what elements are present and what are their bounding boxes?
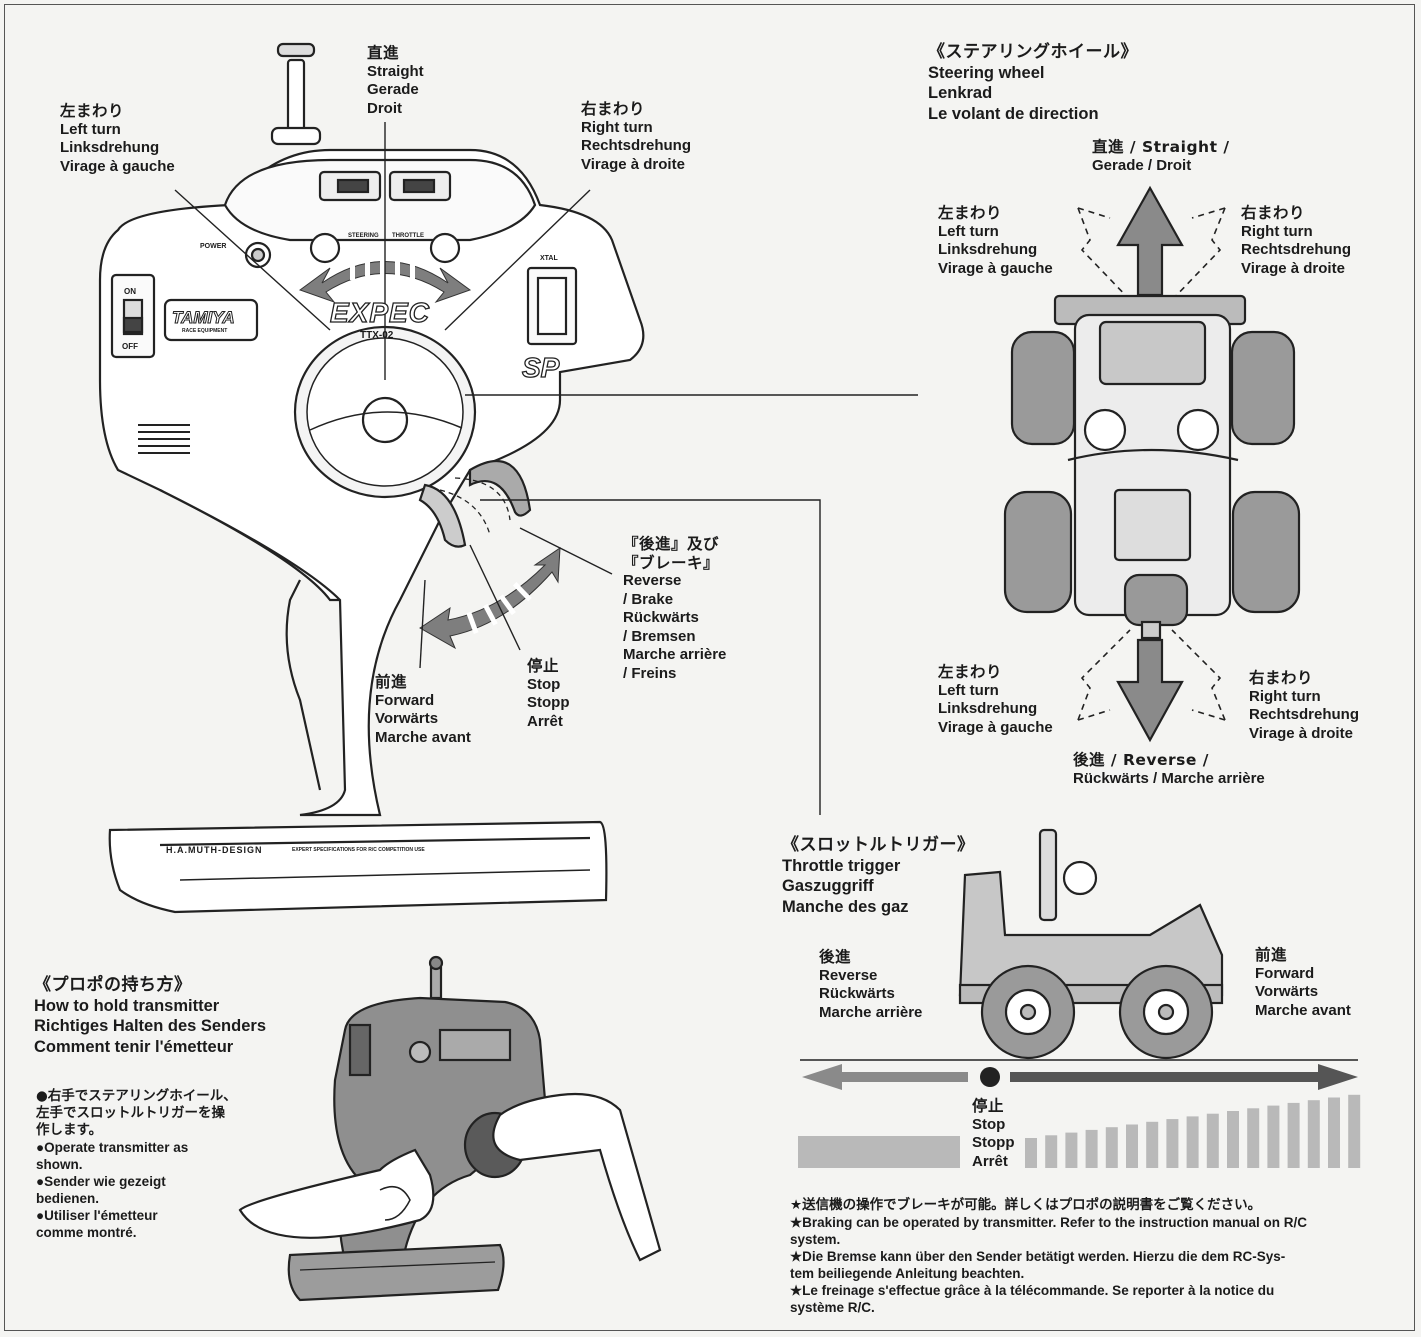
steering-reverse-label: 後進 / Reverse / Rückwärts / Marche arrièr…: [1073, 751, 1265, 787]
label-forward: 前進 Forward Vorwärts Marche avant: [375, 673, 471, 746]
forward-bar: [1247, 1108, 1260, 1168]
hold-instructions: ●右手でステアリングホイール、 左手でスロットルトリガーを操 作します。 ●Op…: [36, 1088, 237, 1240]
steering-arc-arrow: [298, 253, 472, 304]
label-right-turn: 右まわり Right turn Rechtsdrehung Virage à d…: [581, 100, 692, 173]
hold-illustration: [238, 955, 662, 1302]
forward-bar: [1307, 1100, 1320, 1168]
forward-bar: [1166, 1119, 1179, 1168]
on-label: ON: [124, 287, 136, 296]
throttle-reverse-label: 後進 Reverse Rückwärts Marche arrière: [819, 948, 923, 1021]
page-frame: [4, 4, 1415, 1331]
throttle-arc-arrow: [419, 547, 561, 650]
leader-lines: [174, 122, 918, 815]
throttle-title: 《スロットルトリガー》 Throttle trigger Gaszuggriff…: [782, 835, 975, 916]
forward-bar: [1227, 1111, 1239, 1168]
forward-bar: [1267, 1105, 1280, 1168]
forward-bar: [1348, 1094, 1361, 1168]
steering-straight-label: 直進 / Straight / Gerade / Droit: [1092, 138, 1230, 174]
forward-bar: [1126, 1124, 1138, 1168]
steering-right-bottom-label: 右まわり Right turn Rechtsdrehung Virage à d…: [1249, 669, 1360, 742]
off-label: OFF: [122, 342, 138, 351]
forward-bar: [1287, 1102, 1300, 1168]
forward-bar: [1206, 1113, 1219, 1168]
label-reverse-brake: 『後進』及び 『ブレーキ』 Reverse / Brake Rückwärts …: [623, 535, 727, 682]
reverse-scale-arrow: [802, 1064, 968, 1090]
antenna: [286, 58, 306, 132]
forward-bars: [1025, 1094, 1361, 1168]
car-top-view: [1003, 185, 1301, 743]
transmitter-base: [108, 820, 608, 914]
throttle-forward-label: 前進 Forward Vorwärts Marche avant: [1255, 946, 1351, 1019]
base-brand: H.A.MUTH-DESIGN: [166, 845, 263, 855]
forward-bar: [1065, 1132, 1078, 1168]
forward-scale-arrow: [1010, 1064, 1358, 1090]
reverse-arrow: [1116, 638, 1184, 743]
throttle-scale: [798, 1059, 1361, 1168]
throttle-trim-label: THROTTLE: [392, 233, 424, 239]
forward-bar: [1105, 1127, 1118, 1168]
power-label: POWER: [200, 243, 227, 250]
sp-logo: SP: [521, 351, 560, 383]
steering-title: 《ステアリングホイール》 Steering wheel Lenkrad Le v…: [928, 42, 1138, 123]
label-left-turn: 左まわり Left turn Linksdrehung Virage à gau…: [60, 102, 175, 175]
braking-notes: ★送信機の操作でブレーキが可能。詳しくはプロポの説明書をご覧ください。 ★Bra…: [790, 1197, 1307, 1315]
tamiya-logo: TAMIYA: [172, 308, 236, 328]
forward-bar: [1045, 1135, 1058, 1168]
steering-right-top-label: 右まわり Right turn Rechtsdrehung Virage à d…: [1241, 204, 1352, 277]
xtal-label: XTAL: [540, 255, 558, 262]
forward-bar: [1146, 1121, 1159, 1168]
steering-trim-label: STEERING: [348, 233, 379, 239]
forward-bar: [1025, 1138, 1037, 1168]
base-sub: EXPERT SPECIFICATIONS FOR R/C COMPETITIO…: [292, 847, 425, 853]
forward-bar: [1186, 1116, 1199, 1168]
steering-left-bottom-label: 左まわり Left turn Linksdrehung Virage à gau…: [938, 663, 1053, 736]
expec-logo: EXPEC: [329, 296, 430, 328]
label-straight: 直進 Straight Gerade Droit: [367, 44, 424, 117]
model-sub: TTX-02: [360, 330, 394, 341]
tamiya-sub: RACE EQUIPMENT: [182, 328, 228, 334]
stop-dot: [980, 1067, 1000, 1087]
steering-left-top-label: 左まわり Left turn Linksdrehung Virage à gau…: [938, 204, 1053, 277]
reverse-bar: [798, 1136, 960, 1168]
forward-bar: [1328, 1097, 1340, 1168]
transmitter-illustration: [98, 42, 645, 914]
label-stop: 停止 Stop Stopp Arrêt: [527, 657, 570, 730]
straight-arrow: [1116, 185, 1184, 297]
car-side-view: [958, 828, 1224, 1060]
throttle-stop-label: 停止 Stop Stopp Arrêt: [972, 1097, 1015, 1170]
hold-title: 《プロポの持ち方》 How to hold transmitter Richti…: [34, 975, 266, 1056]
forward-bar: [1085, 1129, 1098, 1168]
